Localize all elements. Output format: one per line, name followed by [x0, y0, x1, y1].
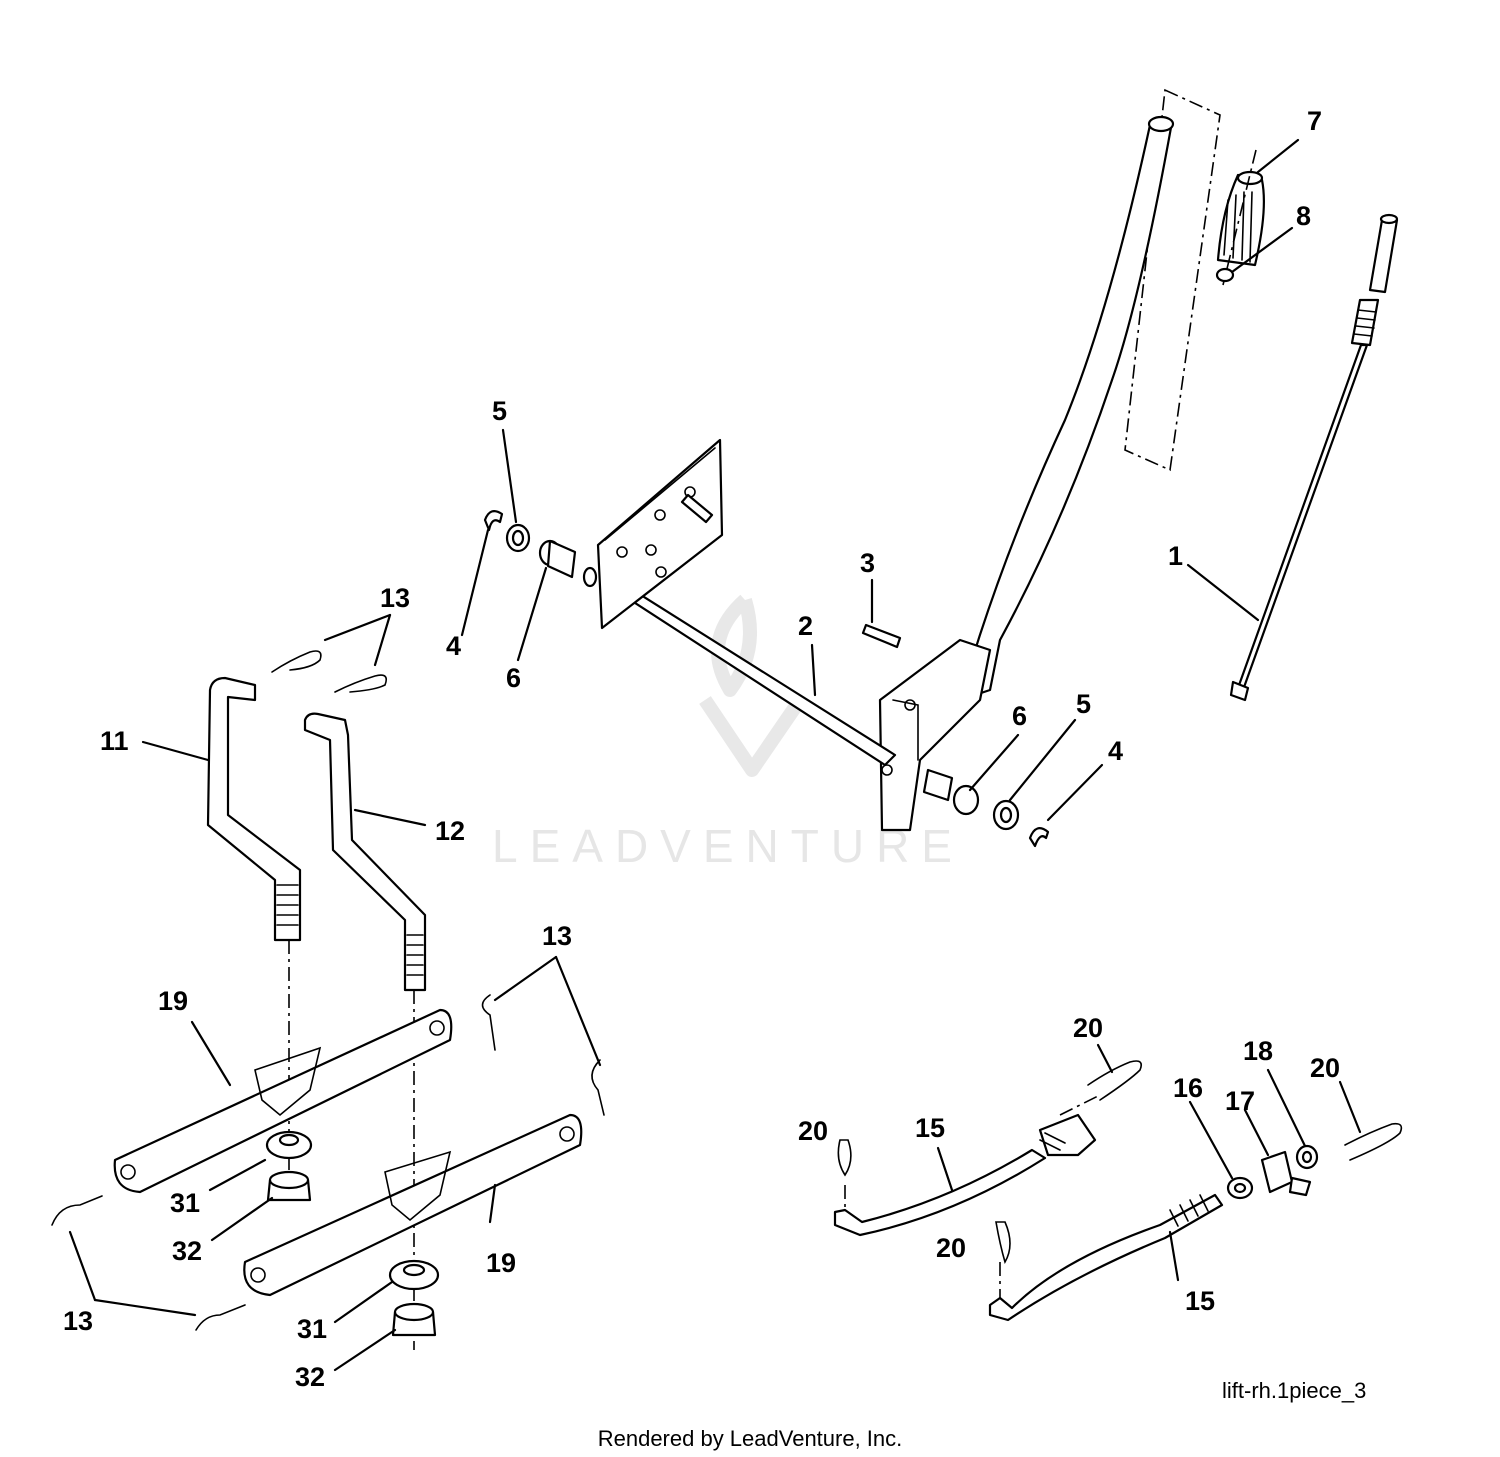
spring-rod	[1229, 213, 1399, 702]
callout-20d: 20	[936, 1233, 966, 1263]
rod-hardware	[1226, 1144, 1319, 1200]
adjustment-rod-lower	[988, 1193, 1224, 1322]
lift-arm-lower	[243, 1113, 583, 1297]
callout-13b: 13	[542, 921, 572, 951]
lift-link-right-threads	[406, 934, 424, 976]
callout-13c: 13	[63, 1306, 93, 1336]
callout-20a: 20	[1073, 1013, 1103, 1043]
callout-31b: 31	[297, 1314, 327, 1344]
right-shaft-hardware	[922, 768, 1050, 848]
hairpin-clips	[51, 650, 605, 1331]
callout-1: 1	[1168, 541, 1183, 571]
callout-7: 7	[1307, 106, 1322, 136]
handle-grip	[1216, 170, 1265, 267]
lift-link-right	[303, 712, 427, 992]
watermark-logo	[699, 594, 806, 777]
callout-3: 3	[860, 548, 875, 578]
callout-12: 12	[435, 816, 465, 846]
mounting-bracket	[582, 438, 724, 630]
callout-5b: 5	[1076, 689, 1091, 719]
callout-32b: 32	[295, 1362, 325, 1392]
bushings-and-nuts	[265, 1130, 440, 1337]
callout-8: 8	[1296, 201, 1311, 231]
callout-5a: 5	[492, 396, 507, 426]
adjustment-rod-upper	[833, 1113, 1097, 1237]
drawing-reference: lift-rh.1piece_3	[1222, 1378, 1366, 1403]
handle-phantom-outline	[1124, 88, 1221, 472]
left-shaft-hardware	[483, 510, 577, 579]
lift-arm-upper	[113, 1008, 453, 1194]
footer-credit: Rendered by LeadVenture, Inc.	[598, 1426, 903, 1451]
callout-32a: 32	[172, 1236, 202, 1266]
callout-20b: 20	[1310, 1053, 1340, 1083]
lift-handle	[878, 115, 1175, 832]
leader-lines	[68, 138, 1362, 1372]
callout-6b: 6	[1012, 701, 1027, 731]
callout-20c: 20	[798, 1116, 828, 1146]
callout-19a: 19	[158, 986, 188, 1016]
lift-link-left-threads	[276, 884, 299, 926]
roll-pin	[861, 623, 902, 649]
callout-31a: 31	[170, 1188, 200, 1218]
callout-4b: 4	[1108, 736, 1123, 766]
callout-19b: 19	[486, 1248, 516, 1278]
callout-11: 11	[100, 726, 129, 756]
callout-15a: 15	[915, 1113, 945, 1143]
callout-17: 17	[1225, 1086, 1255, 1116]
lift-link-left	[206, 676, 302, 942]
callout-2: 2	[798, 611, 813, 641]
callout-15b: 15	[1185, 1286, 1215, 1316]
rod-clip-line-top	[1059, 1094, 1101, 1116]
handle-plug	[1215, 267, 1235, 283]
hairpin-clips-rods	[837, 1060, 1403, 1264]
callout-4a: 4	[446, 631, 461, 661]
watermark-text: LEADVENTURE	[492, 820, 964, 872]
callout-13a: 13	[380, 583, 410, 613]
grip-centerline	[1222, 149, 1257, 286]
callout-18: 18	[1243, 1036, 1273, 1066]
callout-16: 16	[1173, 1073, 1203, 1103]
callout-6a: 6	[506, 663, 521, 693]
